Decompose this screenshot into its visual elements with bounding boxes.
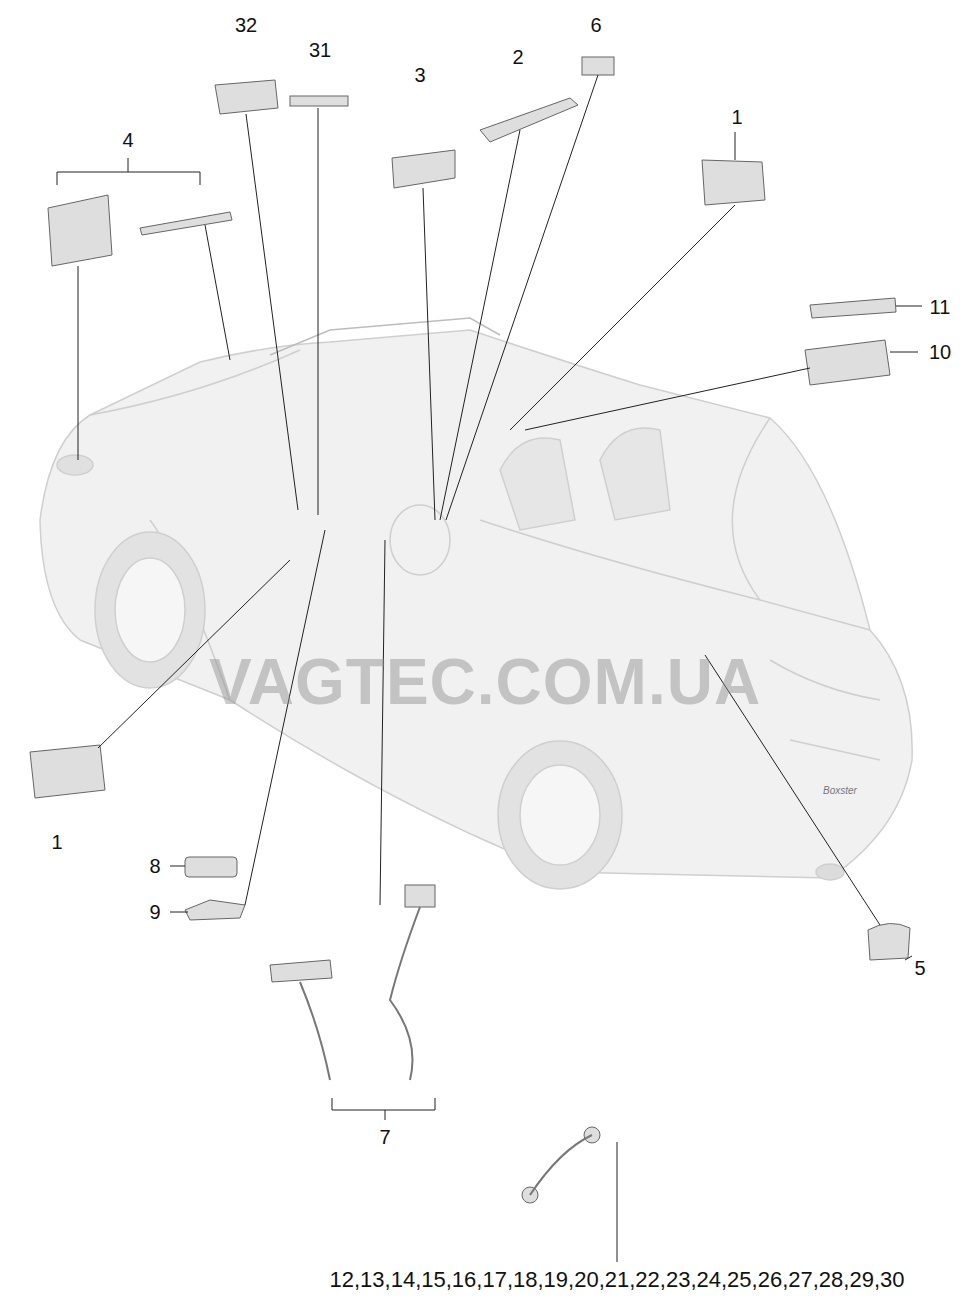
car-body [40, 318, 912, 889]
callout-number: 7 [379, 1126, 390, 1148]
part-8 [185, 857, 237, 877]
module-3 [392, 150, 455, 188]
callout-number: 6 [590, 14, 601, 36]
harness-connector [270, 960, 332, 982]
plate-2 [480, 98, 578, 142]
callout-number: 8 [149, 855, 160, 877]
watermark: VAGTEC.COM.UA [209, 647, 761, 717]
callout-number: 5 [914, 957, 925, 979]
strip-31 [290, 96, 348, 106]
callout-number: 11 [930, 296, 951, 318]
callout-number-range: 12,13,14,15,16,17,18,19,20,21,22,23,24,2… [330, 1268, 905, 1292]
callout-number: 1 [731, 106, 742, 128]
parts [30, 57, 910, 1203]
module-1-top [702, 160, 765, 205]
callout-number: 31 [309, 39, 331, 61]
module-6 [582, 57, 614, 75]
part-5 [868, 923, 910, 960]
leader-lines [57, 75, 922, 1262]
callout-number: 2 [512, 46, 523, 68]
callout-number: 3 [414, 64, 425, 86]
car-badge: Boxster [823, 785, 857, 796]
harness-connector-2 [405, 885, 435, 907]
harnesses [300, 907, 592, 1195]
module-1-left [30, 745, 105, 798]
callout-number: 9 [149, 901, 160, 923]
module-10 [805, 340, 890, 385]
bracket-32 [215, 80, 278, 114]
strip-11 [810, 298, 896, 318]
callout-number: 10 [929, 341, 951, 363]
plate-4a [48, 195, 112, 266]
callout-number: 4 [122, 129, 133, 151]
callout-number: 1 [51, 831, 62, 853]
callout-number: 32 [235, 14, 257, 36]
part-9 [185, 900, 245, 920]
plate-4b [140, 212, 232, 235]
